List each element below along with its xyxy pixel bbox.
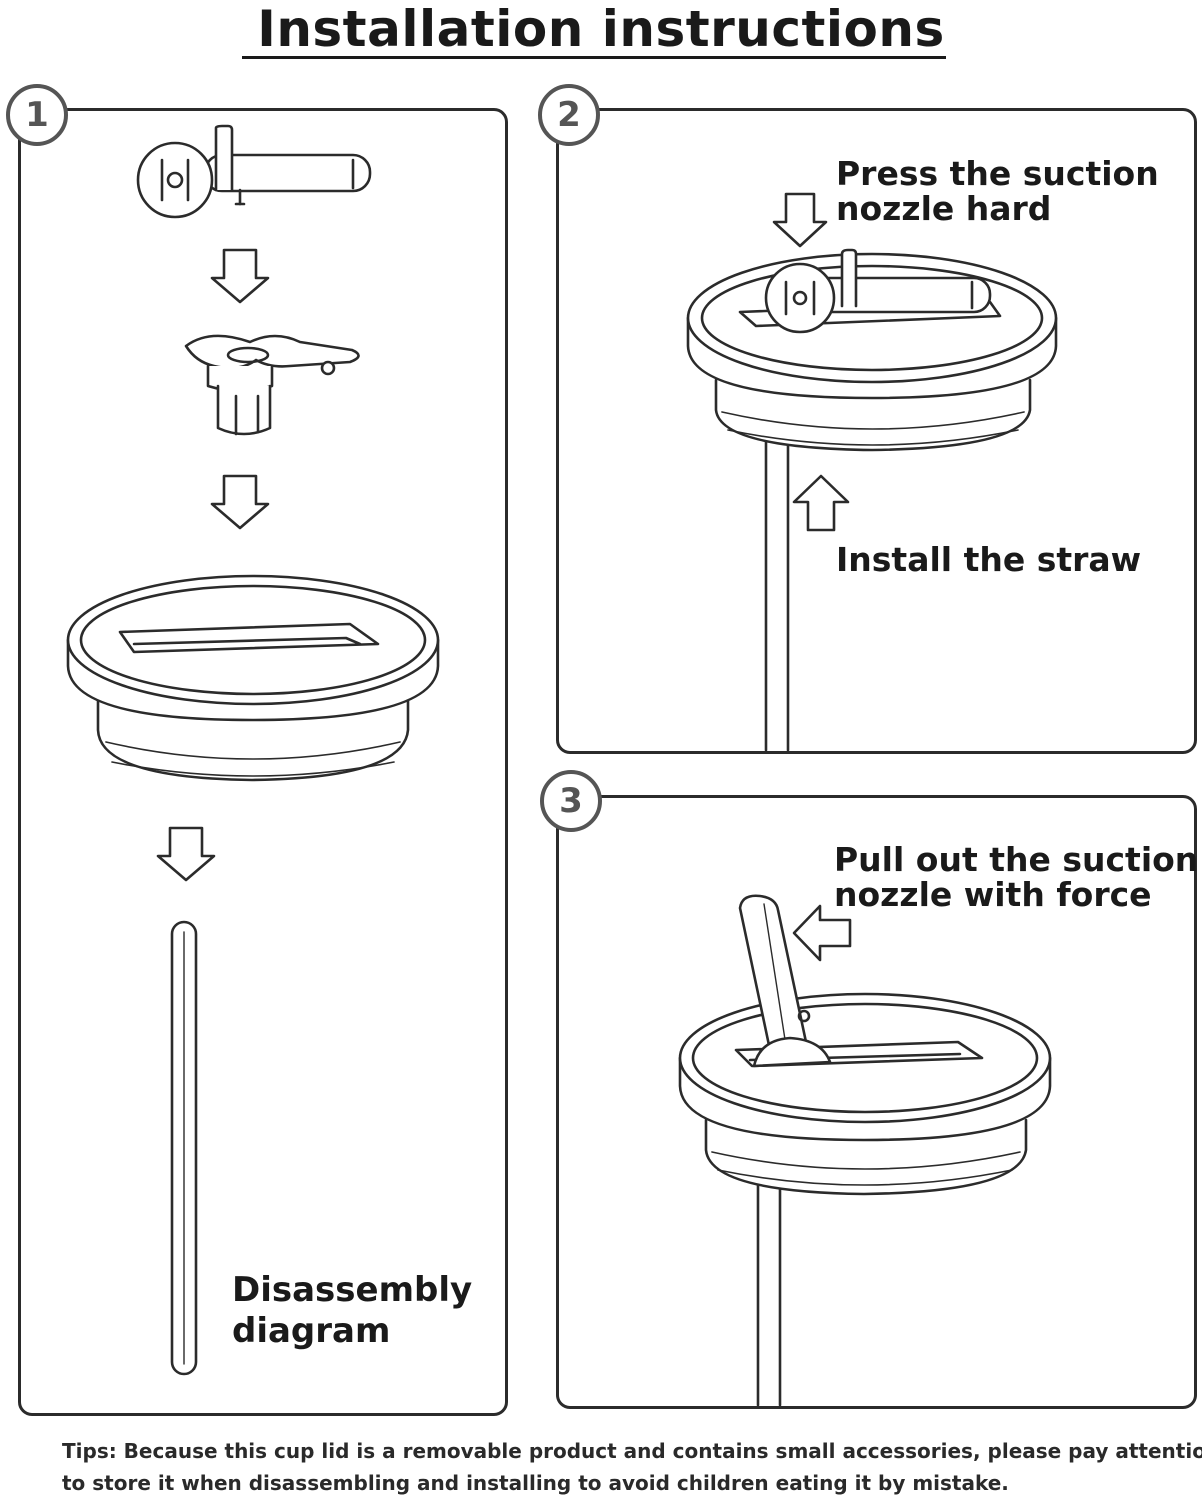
left-arrow-icon bbox=[792, 904, 852, 962]
up-arrow-icon bbox=[792, 474, 850, 532]
caption-line: nozzle hard bbox=[836, 189, 1052, 228]
step-3-caption: Pull out the suction nozzle with force bbox=[834, 842, 1198, 912]
down-arrow-icon bbox=[772, 192, 828, 248]
caption-line: Disassembly bbox=[232, 1270, 473, 1310]
down-arrow-icon bbox=[210, 248, 270, 304]
step-2-secondary-caption: Install the straw bbox=[836, 540, 1142, 579]
tips-line: to store it when disassembling and insta… bbox=[62, 1471, 1009, 1495]
step-2-lid bbox=[686, 248, 1058, 452]
nozzle-cap-part bbox=[136, 124, 372, 219]
page-title: Installation instructions bbox=[257, 0, 945, 58]
title-underline bbox=[242, 56, 946, 59]
step-2-straw bbox=[764, 428, 790, 752]
step-3-straw bbox=[756, 1178, 782, 1407]
caption-line: Press the suction bbox=[836, 154, 1159, 193]
step-1-badge: 1 bbox=[6, 84, 68, 146]
step-3-nozzle bbox=[738, 894, 832, 1068]
down-arrow-icon bbox=[210, 474, 270, 530]
step-2-caption: Press the suction nozzle hard bbox=[836, 156, 1159, 226]
tips-text: Tips: Because this cup lid is a removabl… bbox=[62, 1435, 1202, 1499]
step-2-badge: 2 bbox=[538, 84, 600, 146]
straw-part bbox=[170, 920, 198, 1376]
step-1-caption: Disassembly diagram bbox=[232, 1270, 472, 1352]
step-3-badge: 3 bbox=[540, 770, 602, 832]
nozzle-base-part bbox=[184, 334, 360, 436]
down-arrow-icon bbox=[156, 826, 216, 882]
caption-line: diagram bbox=[232, 1311, 391, 1351]
step-3-lid bbox=[678, 992, 1052, 1196]
tips-line: Tips: Because this cup lid is a removabl… bbox=[62, 1439, 1202, 1463]
caption-line: nozzle with force bbox=[834, 875, 1152, 914]
cup-lid-part bbox=[66, 574, 440, 782]
caption-line: Pull out the suction bbox=[834, 840, 1199, 879]
